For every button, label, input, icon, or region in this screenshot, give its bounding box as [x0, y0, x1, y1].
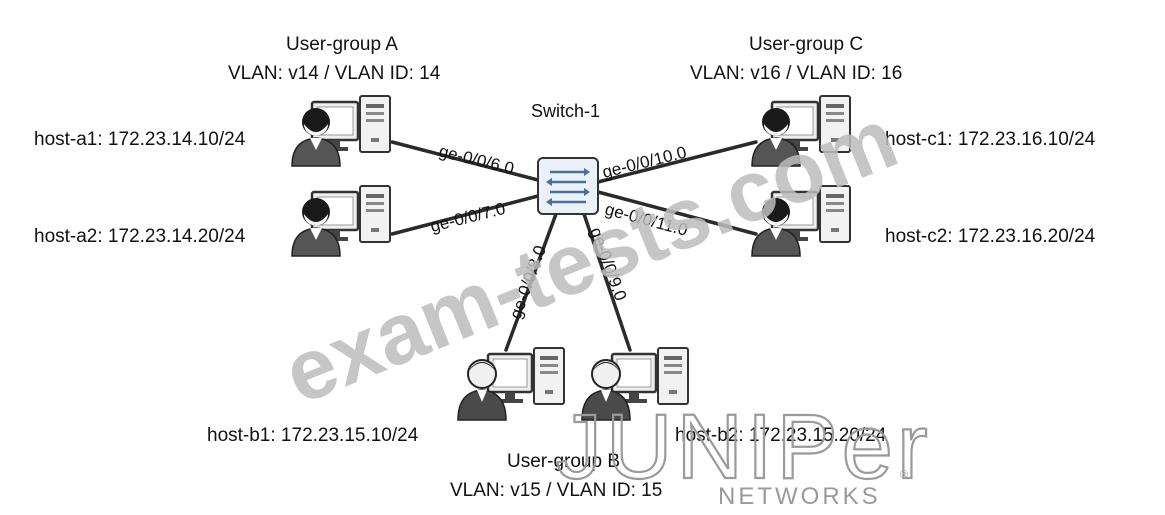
- logo-registered-mark: ®: [900, 469, 908, 481]
- host-label-b1: host-b1: 172.23.15.10/24: [207, 425, 419, 446]
- workstation-icon-a2: [290, 184, 392, 258]
- group-b-vlan: VLAN: v15 / VLAN ID: 15: [450, 480, 662, 501]
- link-b1: [504, 212, 558, 352]
- group-a-vlan: VLAN: v14 / VLAN ID: 14: [228, 63, 441, 84]
- host-label-c1: host-c1: 172.23.16.10/24: [885, 129, 1096, 150]
- switch-label: Switch-1: [531, 101, 600, 121]
- workstation-icon-b1: [456, 346, 566, 422]
- logo-subtitle: NETWORKS: [718, 483, 881, 510]
- logo-wordmark: JUNIPer: [556, 396, 932, 498]
- link-c2: [596, 190, 758, 236]
- group-c-title: User-group C: [749, 34, 863, 55]
- host-label-a1: host-a1: 172.23.14.10/24: [34, 129, 246, 150]
- port-label-a1: ge-0/0/6.0: [437, 141, 516, 178]
- host-label-a2: host-a2: 172.23.14.20/24: [34, 226, 246, 247]
- link-b2: [582, 212, 632, 352]
- link-a1: [390, 140, 540, 182]
- workstation-icon-a1: [290, 94, 392, 168]
- group-c-vlan: VLAN: v16 / VLAN ID: 16: [690, 63, 902, 84]
- port-label-a2: ge-0/0/7.0: [428, 199, 507, 236]
- host-label-c2: host-c2: 172.23.16.20/24: [885, 226, 1096, 247]
- host-label-b2: host-b2: 172.23.15.20/24: [675, 425, 887, 446]
- vendor-logo: JUNIPer ® NETWORKS: [555, 395, 932, 510]
- group-b-title: User-group B: [507, 451, 620, 472]
- links: [390, 140, 758, 352]
- link-a2: [390, 194, 540, 236]
- group-a-title: User-group A: [286, 34, 398, 55]
- link-c1: [596, 140, 758, 184]
- switch-icon: [537, 157, 599, 215]
